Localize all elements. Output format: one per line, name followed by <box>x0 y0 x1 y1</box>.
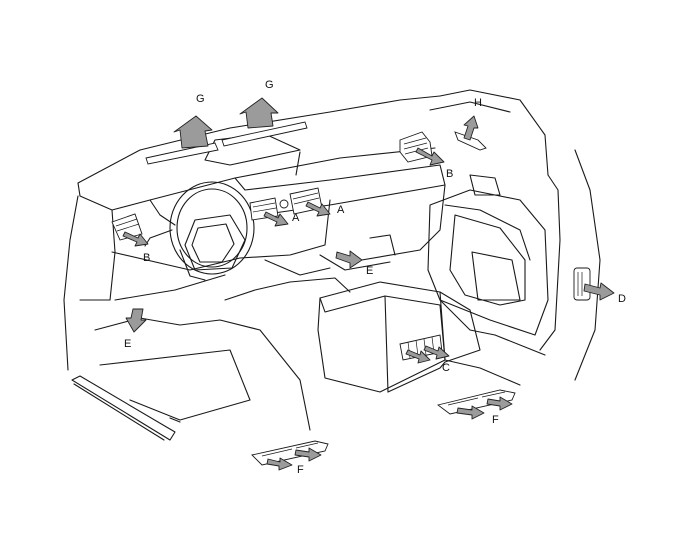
callout-c: C <box>442 362 450 374</box>
dashboard-outline <box>63 89 549 371</box>
callout-b-left: B <box>143 252 150 264</box>
airflow-arrow-c <box>405 345 450 364</box>
vent-side-defog-right <box>454 131 487 151</box>
callout-f-left: F <box>297 464 304 476</box>
airflow-arrow-d <box>583 282 615 301</box>
airflow-arrow-f-left <box>266 447 322 471</box>
callout-h: H <box>474 97 482 109</box>
vent-d-rear-pillar <box>573 267 591 301</box>
steering-wheel <box>144 181 255 281</box>
callout-b-right: B <box>446 168 453 180</box>
airflow-arrow-a-right <box>305 201 331 217</box>
right-door <box>427 149 601 386</box>
airflow-arrow-g-right <box>239 97 279 129</box>
airflow-arrow-b-right <box>415 147 445 166</box>
airflow-arrow-g-left <box>173 115 213 149</box>
airflow-arrow-e-center <box>335 250 363 269</box>
airflow-arrow-e-left <box>125 308 147 333</box>
airflow-arrow-a-left <box>263 211 289 227</box>
airflow-arrow-f-right <box>456 396 513 420</box>
callout-f-right: F <box>492 414 499 426</box>
vent-f-right <box>436 389 516 415</box>
vent-f-left <box>251 440 329 466</box>
callout-g-right: G <box>265 79 274 91</box>
vent-defroster-right <box>221 121 308 147</box>
callout-d: D <box>618 293 626 305</box>
vent-b-left <box>111 213 143 241</box>
callout-a-left: A <box>292 212 300 224</box>
center-console <box>317 281 481 393</box>
callout-e-left: E <box>124 338 131 350</box>
vent-defroster-left <box>145 142 219 165</box>
callout-a-right: A <box>337 204 345 216</box>
callout-e-center: E <box>366 265 373 277</box>
callout-g-left: G <box>196 93 205 105</box>
left-door-floor <box>71 317 311 441</box>
airflow-arrow-h <box>463 115 479 141</box>
airflow-arrow-b-left <box>122 231 149 247</box>
